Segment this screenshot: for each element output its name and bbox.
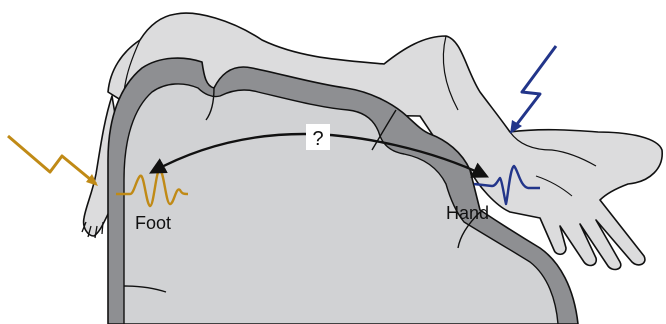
question-label: ?	[312, 128, 323, 150]
hand-stimulus-bolt	[514, 46, 556, 128]
foot-stimulus-bolt	[8, 136, 96, 184]
hand-label: Hand	[446, 203, 489, 223]
foot-label: Foot	[135, 213, 171, 233]
